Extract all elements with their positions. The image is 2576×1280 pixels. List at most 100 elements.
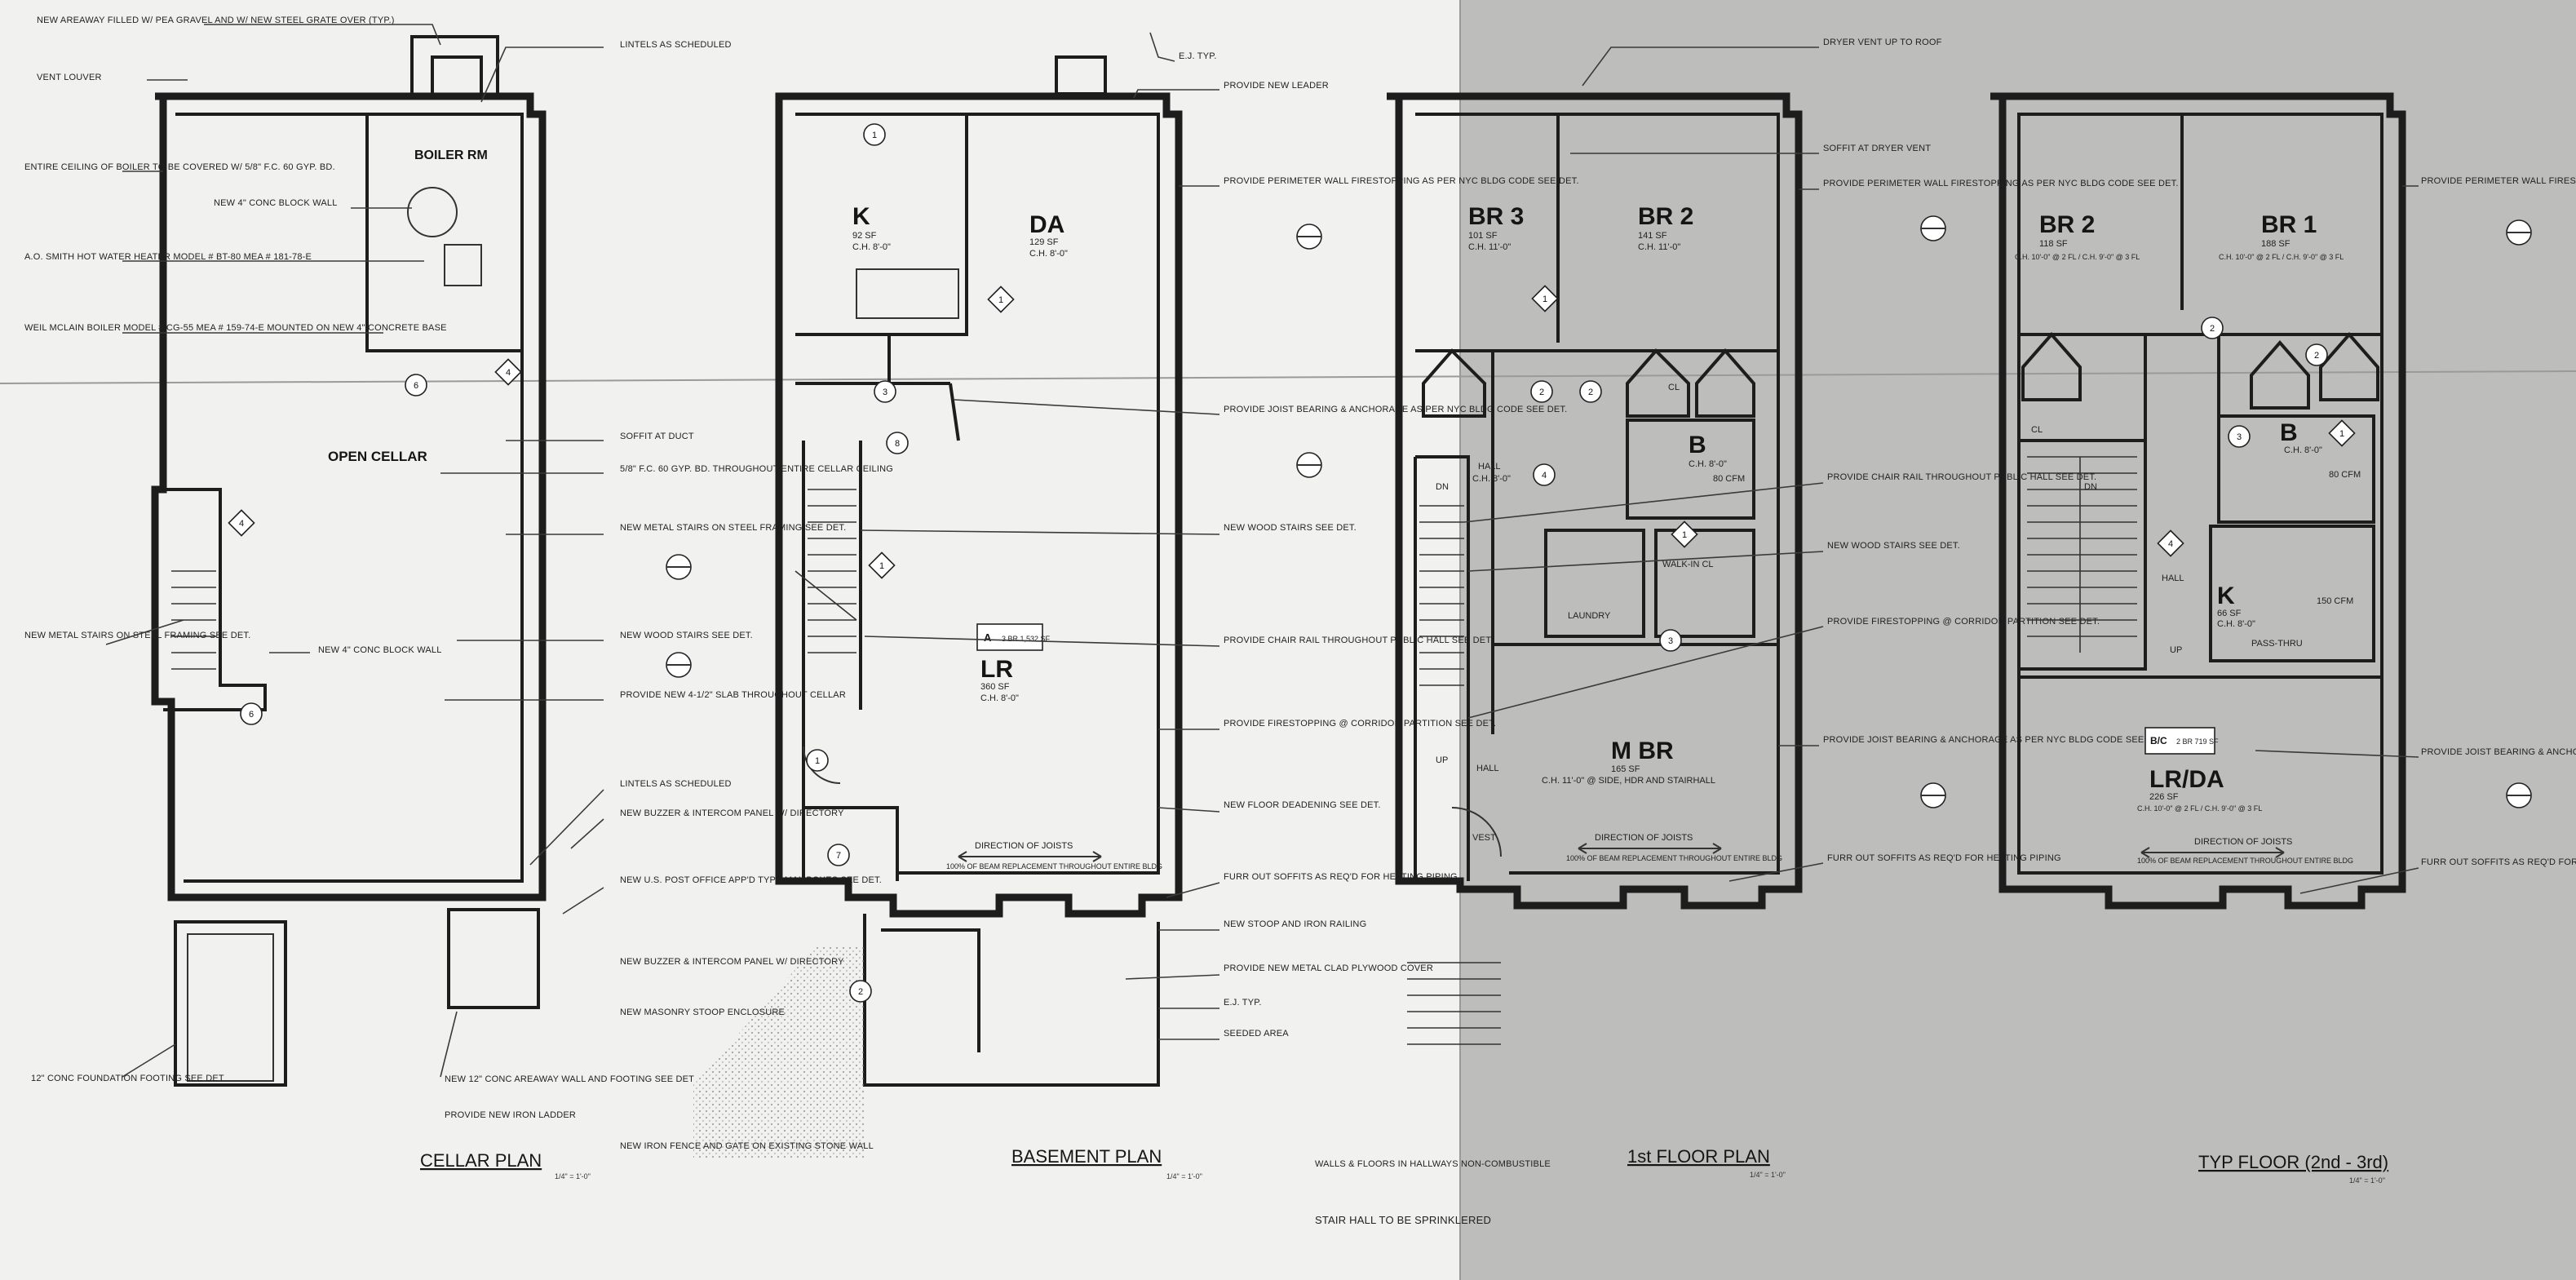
basement-stairs	[794, 489, 857, 653]
typ-bedroom-walls	[2019, 114, 2382, 441]
cellar-note: NEW BUZZER & INTERCOM PANEL W/ DIRECTORY	[620, 808, 844, 818]
room-area-lr: 360 SF	[980, 682, 1010, 692]
cellar-note: NEW 4" CONC BLOCK WALL	[318, 645, 442, 655]
basement-note: E.J. TYP.	[1224, 998, 1262, 1008]
typ-kitchen	[2209, 525, 2375, 662]
first-inner-wall	[1415, 113, 1780, 875]
room-ch-mbr: C.H. 11'-0" @ SIDE, HDR AND STAIRHALL	[1542, 776, 1715, 786]
room-area-typ-k: 66 SF	[2217, 609, 2242, 618]
typ-closets	[2021, 331, 2379, 410]
small-label: HALL	[1478, 462, 1501, 472]
room-ch-da: C.H. 8'-0"	[1029, 249, 1068, 259]
first-joist-arrow	[1578, 843, 1722, 854]
svg-text:2: 2	[2314, 351, 2319, 361]
svg-text:2: 2	[858, 987, 863, 997]
first-sprinkler-note: STAIR HALL TO BE SPRINKLERED	[1315, 1214, 1491, 1226]
room-ch-br2: C.H. 11'-0"	[1638, 242, 1680, 252]
unit-bc-tag: B/C	[2150, 735, 2167, 746]
cellar-outer-walls	[151, 92, 547, 901]
first-joists-label: DIRECTION OF JOISTS	[1595, 833, 1693, 843]
typ-note: PROVIDE JOIST BEARING & ANCHORAGE AS PER…	[2421, 747, 2576, 757]
room-ch-br3: C.H. 11'-0"	[1468, 242, 1511, 252]
first-note: PROVIDE FIRESTOPPING @ CORRIDOR PARTITIO…	[1827, 617, 2100, 627]
svg-text:1: 1	[879, 561, 884, 571]
detail-tag-diamond: 1	[987, 286, 1015, 313]
small-label: C.H. 8'-0"	[1472, 474, 1511, 484]
room-ch-typ-br1: C.H. 10'-0" @ 2 FL / C.H. 9'-0" @ 3 FL	[2219, 253, 2344, 261]
room-label-mbr: M BR	[1611, 737, 1674, 764]
water-heater-equipment	[444, 244, 482, 286]
section-callout	[1920, 215, 1946, 241]
detail-tag-circle: 2	[849, 980, 872, 1003]
first-note: NEW WOOD STAIRS SEE DET.	[1827, 541, 1960, 551]
small-label: LAUNDRY	[1568, 611, 1611, 621]
boiler-room-walls	[365, 114, 522, 352]
basement-beam-label: 100% OF BEAM REPLACEMENT THROUGHOUT ENTI…	[946, 862, 1162, 870]
basement-plan: K 92 SF C.H. 8'-0" DA 129 SF C.H. 8'-0" …	[693, 32, 1578, 1180]
typ-joist-arrow	[2140, 847, 2285, 858]
cellar-rear-foundation-inner	[187, 933, 274, 1082]
room-area-mbr: 165 SF	[1611, 764, 1640, 774]
cellar-note: WEIL MCLAIN BOILER MODEL # CG-55 MEA # 1…	[24, 323, 447, 333]
unit-a-info: 3 BR 1,532 SF	[1002, 635, 1051, 643]
room-label-typ-br2: BR 2	[2039, 211, 2095, 238]
detail-tag-diamond: 1	[868, 551, 896, 579]
small-label: UP	[2170, 645, 2182, 655]
basement-inner-wall	[795, 113, 1160, 875]
first-stair-walls	[1414, 455, 1470, 881]
first-door-swing	[1451, 807, 1502, 857]
cellar-note: LINTELS AS SCHEDULED	[620, 779, 732, 789]
room-ch-typ-k: C.H. 8'-0"	[2217, 619, 2255, 629]
cellar-note: VENT LOUVER	[37, 73, 102, 82]
cellar-rear-foundation	[174, 920, 287, 1087]
first-walkin-closet	[1654, 529, 1755, 638]
svg-text:1: 1	[998, 295, 1003, 305]
cellar-note: SOFFIT AT DUCT	[620, 432, 694, 441]
room-label-br3: BR 3	[1468, 203, 1524, 230]
detail-tag-diamond: 4	[228, 509, 255, 537]
small-label: DN	[2084, 482, 2097, 492]
boiler-equipment	[407, 187, 458, 237]
typ-plan-title: TYP FLOOR (2nd - 3rd)	[2198, 1152, 2388, 1172]
detail-tag-circle: 7	[827, 844, 850, 866]
cellar-leaders	[105, 24, 604, 1078]
detail-tag-circle: 3	[1659, 629, 1682, 652]
room-ch-k: C.H. 8'-0"	[852, 242, 891, 252]
svg-text:2: 2	[2210, 324, 2215, 334]
cellar-note: NEW METAL STAIRS ON STEEL FRAMING SEE DE…	[620, 523, 846, 533]
first-floor-plan: BR 3 101 SF C.H. 11'-0" BR 2 141 SF C.H.…	[1315, 38, 2178, 1226]
cellar-note: PROVIDE NEW 4-1/2" SLAB THROUGHOUT CELLA…	[620, 690, 846, 700]
detail-tag-diamond: 1	[2328, 419, 2356, 447]
first-plan-title: 1st FLOOR PLAN	[1627, 1146, 1770, 1167]
room-label-da: DA	[1029, 211, 1064, 238]
cellar-note: NEW AREAWAY FILLED W/ PEA GRAVEL AND W/ …	[37, 16, 395, 25]
basement-joist-arrow	[958, 851, 1102, 862]
detail-tag-diamond: 1	[1671, 520, 1698, 548]
room-label-k: K	[852, 203, 870, 230]
basement-note: PROVIDE NEW METAL CLAD PLYWOOD COVER	[1224, 963, 1433, 973]
typ-leaders	[2255, 185, 2419, 894]
basement-note: NEW STOOP AND IRON RAILING	[1224, 919, 1366, 929]
small-label: CL	[1668, 383, 1680, 392]
first-note: SOFFIT AT DRYER VENT	[1823, 144, 1931, 153]
detail-tag-circle: 3	[874, 380, 896, 403]
detail-tag-circle: 6	[240, 702, 263, 725]
typ-joists-label: DIRECTION OF JOISTS	[2194, 837, 2292, 847]
unit-a-tag: A	[984, 631, 992, 644]
room-ch-b: C.H. 8'-0"	[1689, 459, 1727, 469]
cellar-note: ENTIRE CEILING OF BOILER TO BE COVERED W…	[24, 162, 335, 172]
detail-tag-diamond: 4	[494, 358, 522, 386]
typ-note: FURR OUT SOFFITS AS REQ'D FOR HEATING PI…	[2421, 857, 2576, 867]
room-label-typ-br1: BR 1	[2261, 211, 2317, 238]
first-plan-scale: 1/4" = 1'-0"	[1750, 1171, 1786, 1179]
unit-a-tag-box	[976, 623, 1043, 651]
first-note: PROVIDE CHAIR RAIL THROUGHOUT PUBLIC HAL…	[1827, 472, 2096, 482]
section-callout	[2506, 219, 2532, 246]
unit-bc-info: 2 BR 719 SF	[2176, 737, 2219, 746]
room-ch-typ-b: C.H. 8'-0"	[2284, 445, 2322, 455]
basement-vestibule-walls	[802, 710, 899, 881]
detail-tag-circle: 2	[2201, 317, 2224, 339]
cellar-note: LINTELS AS SCHEDULED	[620, 40, 732, 50]
basement-plan-title: BASEMENT PLAN	[1011, 1146, 1162, 1167]
